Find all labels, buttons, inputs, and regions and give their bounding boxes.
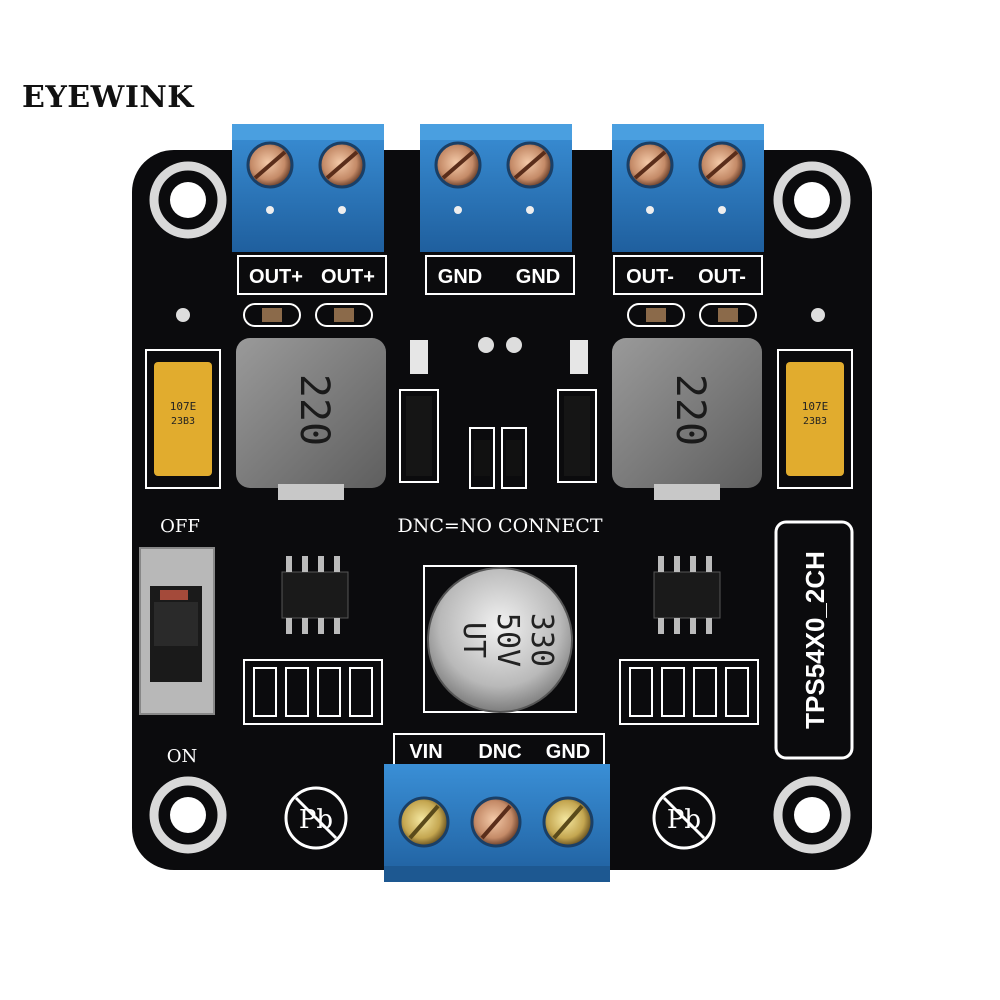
cap-marking-3: UT [456,622,491,658]
label-gnd-1: GND [438,266,482,288]
label-out-minus-2: OUT- [698,266,746,288]
cap-marking-1: 330 [524,613,559,667]
regulator-ic-right [653,556,721,634]
pb-free-mark-left: Pb [284,786,348,850]
electrolytic-capacitor: 330 50V UT [423,565,577,713]
regulator-ic-left [281,556,349,634]
terminal-block-out-plus [232,124,384,252]
inductor-right: 220 [612,338,762,500]
tantalum-capacitor-left: 107E 23B3 [145,349,221,489]
label-out-plus-1: OUT+ [249,266,303,288]
board-name-box: TPS54X0_2CH [774,520,854,760]
cap-marking-2: 50V [490,613,525,667]
label-out-minus-1: OUT- [626,266,674,288]
tantalum-right-marking-1: 107E [802,400,829,413]
pb-label-right: Pb [667,805,701,835]
label-gnd-input: GND [546,741,590,763]
pb-free-mark-right: Pb [652,786,716,850]
mounting-hole-top-right [773,161,851,239]
resistor-array-right [619,659,759,725]
brand-logo: EYEWINK [22,80,194,115]
diodes-center [399,340,597,483]
resistors-center [469,427,527,489]
terminal-block-out-minus [612,124,764,252]
inductor-left: 220 [236,338,386,500]
mounting-hole-bottom-left [149,776,227,854]
resistor-array-left [243,659,383,725]
label-dnc: DNC [478,741,521,763]
board-name: TPS54X0_2CH [800,551,830,729]
switch-on-label: ON [167,746,198,767]
label-gnd-2: GND [516,266,560,288]
switch-off-label: OFF [160,516,200,537]
smd-capacitors-top [243,303,757,327]
tantalum-right-marking-2: 23B3 [803,416,827,427]
inductor-right-marking: 220 [667,374,713,446]
mounting-hole-bottom-right [773,776,851,854]
label-vin: VIN [409,741,442,763]
top-terminal-labels: OUT+ OUT+ GND GND OUT- OUT- [237,255,763,295]
inductor-left-marking: 220 [291,374,337,446]
terminal-block-input [384,764,610,882]
slide-switch [139,547,215,715]
pb-label-left: Pb [299,805,333,835]
tantalum-left-marking-2: 23B3 [171,416,195,427]
tantalum-capacitor-right: 107E 23B3 [777,349,853,489]
tantalum-left-marking-1: 107E [170,400,197,413]
mounting-hole-top-left [149,161,227,239]
dnc-note: DNC=NO CONNECT [397,515,602,537]
terminal-block-gnd [420,124,572,252]
label-out-plus-2: OUT+ [321,266,375,288]
